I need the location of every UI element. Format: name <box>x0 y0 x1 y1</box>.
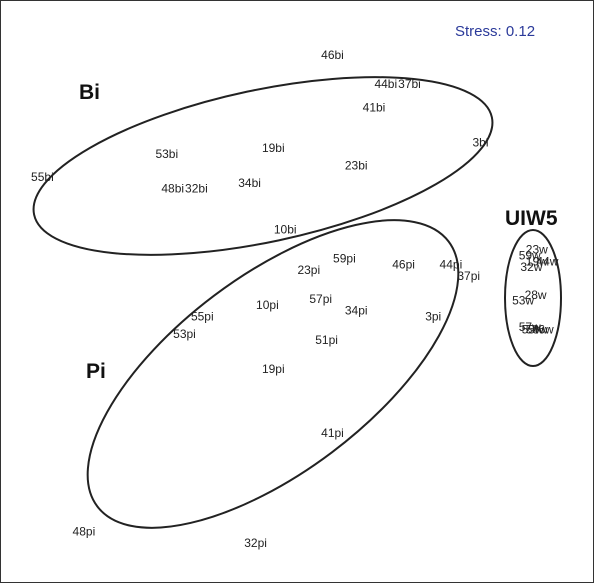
point-label: 53pi <box>173 327 196 341</box>
point-label: 57pi <box>309 292 332 306</box>
point-label: 34bi <box>238 176 261 190</box>
point-label: 32w <box>520 260 542 274</box>
point-label: 19bi <box>262 141 285 155</box>
point-label: 23bi <box>345 159 368 173</box>
point-label: 46pi <box>392 257 415 271</box>
point-label: 57w <box>519 320 541 334</box>
point-label: 37bi <box>398 77 421 91</box>
point-label: 23pi <box>297 263 320 277</box>
point-label: 51pi <box>315 333 338 347</box>
point-label: 41bi <box>363 100 386 114</box>
point-label: 3pi <box>425 310 441 324</box>
group-label-bi: Bi <box>79 81 100 104</box>
point-label: 28w <box>525 288 547 302</box>
point-label: 48pi <box>73 525 96 539</box>
point-label: 46bi <box>321 48 344 62</box>
stress-annotation: Stress: 0.12 <box>455 23 535 40</box>
point-label: 48bi <box>161 182 184 196</box>
point-label: 46w <box>532 322 554 336</box>
point-label: 41pi <box>321 426 344 440</box>
point-label: 37pi <box>457 269 480 283</box>
group-label-uiw5: UIW5 <box>505 207 558 230</box>
ellipse-pi <box>86 219 460 529</box>
point-label: 53bi <box>155 147 178 161</box>
point-label: 58w <box>526 322 548 336</box>
point-label: 3bi <box>472 135 488 149</box>
point-label: 55w <box>522 322 544 336</box>
group-label-pi: Pi <box>86 360 106 383</box>
point-label: 55pi <box>191 310 214 324</box>
point-label: 55bi <box>31 170 54 184</box>
point-label: 34pi <box>345 304 368 318</box>
point-label: 10pi <box>256 298 279 312</box>
point-label: 32bi <box>185 182 208 196</box>
point-label: 32pi <box>244 536 267 550</box>
point-label: 59pi <box>333 251 356 265</box>
point-label: 19w <box>526 254 548 268</box>
point-label: 44bi <box>374 77 397 91</box>
ellipse-bi <box>32 76 494 256</box>
point-label: 19pi <box>262 362 285 376</box>
point-label: 44pi <box>440 257 463 271</box>
point-label: 53w <box>512 293 534 307</box>
point-label: 10bi <box>274 222 297 236</box>
point-label: 23w <box>526 243 548 257</box>
point-label: 59w <box>519 249 541 263</box>
point-label: 44w <box>536 254 558 268</box>
ellipse-uiw5 <box>504 229 562 367</box>
